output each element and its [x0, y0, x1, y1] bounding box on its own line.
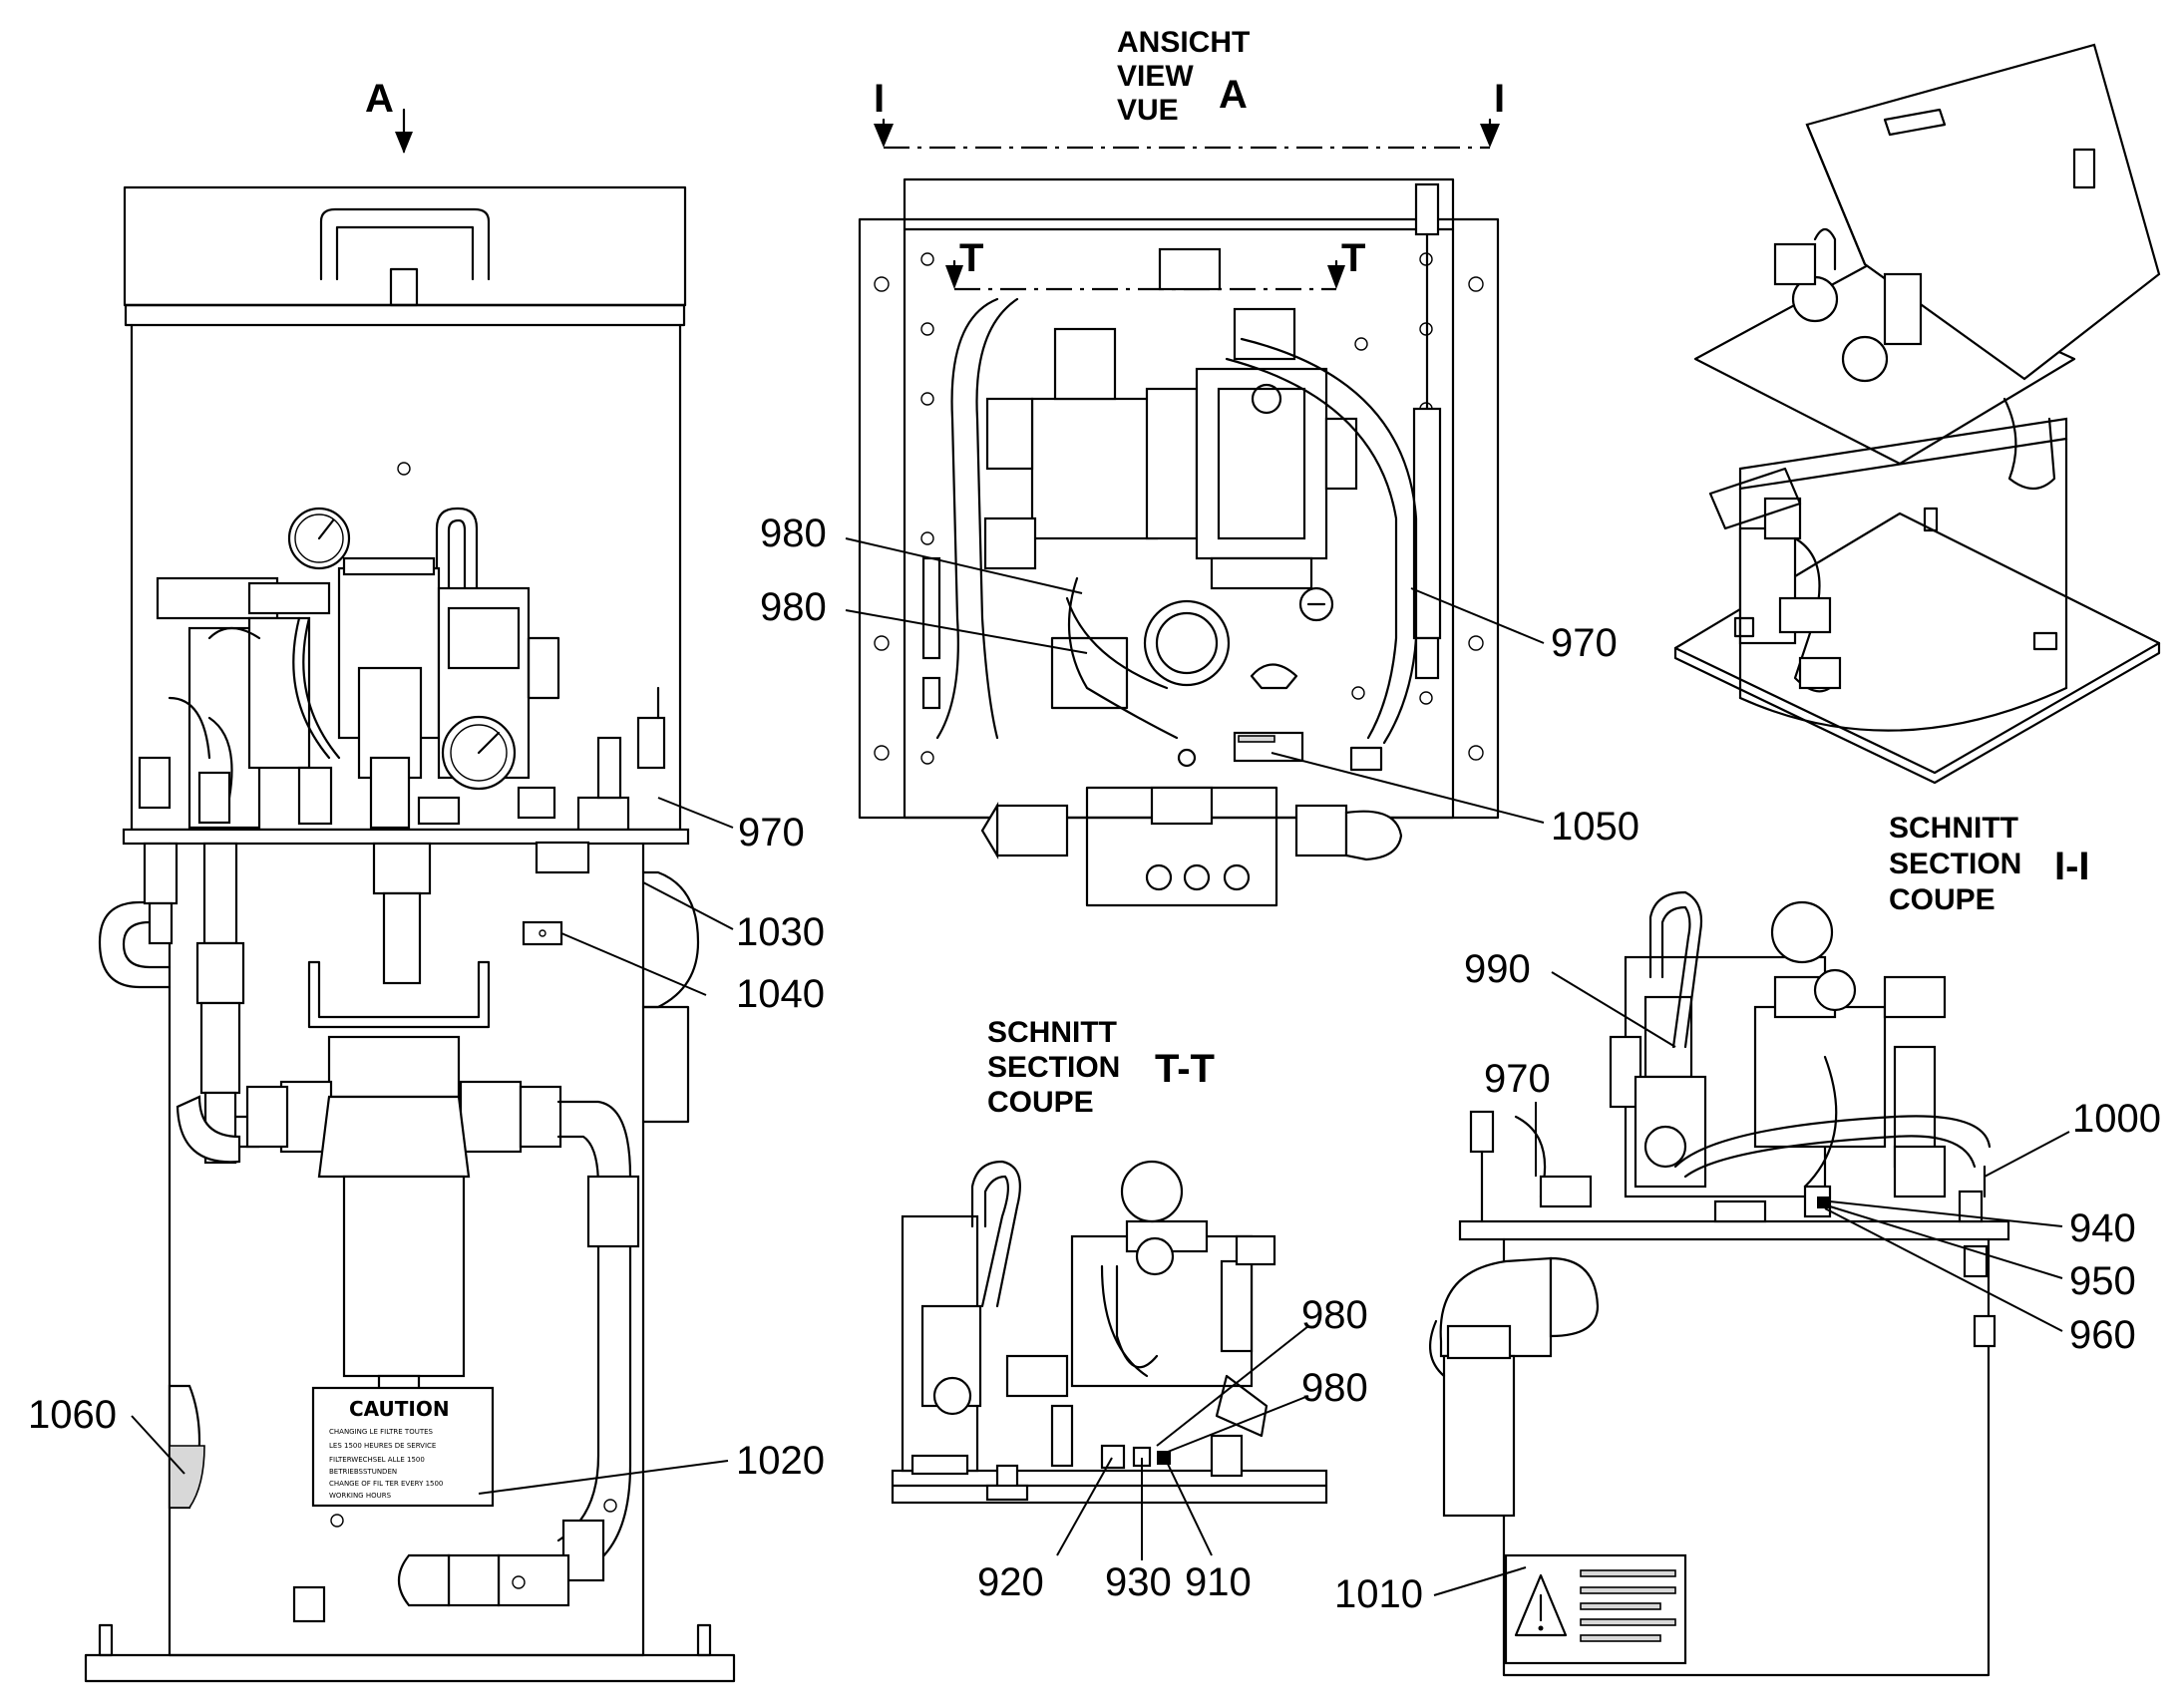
view-a-arrow	[395, 108, 413, 154]
callout-1050-label: 1050	[1551, 805, 1639, 849]
callout-1020: 1020	[478, 1439, 825, 1495]
callout-930: 930	[1105, 1458, 1172, 1604]
callout-1010: 1010	[1334, 1566, 1527, 1616]
callout-970-ii-label: 970	[1484, 1057, 1551, 1101]
callout-1050: 1050	[1271, 752, 1639, 849]
caution-line-4: BETRIEBSSTUNDEN	[329, 1468, 397, 1476]
isometric-view	[1673, 43, 2161, 785]
section-ii-title-line-3: COUPE	[1889, 883, 1996, 916]
callout-960-label: 960	[2069, 1313, 2136, 1357]
view-a-title-line-1: ANSICHT	[1117, 26, 1250, 59]
callout-980-top-1-label: 980	[760, 512, 827, 555]
return-hose	[397, 1100, 640, 1607]
section-mark-t-left: T	[959, 236, 983, 280]
view-a-title-line-2: VIEW	[1117, 60, 1194, 93]
caution-plate: CAUTION CHANGING LE FILTRE TOUTES LES 15…	[311, 1386, 495, 1528]
callout-970-ii: 970	[1484, 1057, 1551, 1177]
section-tt-view: SCHNITT SECTION COUPE T-T	[891, 1016, 1368, 1604]
callout-1060-label: 1060	[28, 1393, 117, 1437]
callout-940: 940	[1829, 1200, 2136, 1250]
caution-title: CAUTION	[349, 1397, 450, 1421]
callout-980-top-2: 980	[760, 585, 1088, 654]
callout-920-label: 920	[977, 1560, 1044, 1604]
section-line-i: I I	[874, 77, 1505, 150]
sight-glass	[168, 1384, 205, 1510]
ii-assembly	[1429, 890, 2010, 1677]
callout-930-label: 930	[1105, 1560, 1172, 1604]
section-ii-title-line-1: SCHNITT	[1889, 812, 2018, 845]
callout-1030: 1030	[642, 881, 825, 954]
section-mark-i-right: I	[1494, 77, 1505, 121]
front-view: A	[28, 77, 825, 1683]
callout-980-top-2-label: 980	[760, 585, 827, 629]
callout-1020-label: 1020	[736, 1439, 825, 1483]
caution-line-1: CHANGING LE FILTRE TOUTES	[329, 1428, 434, 1436]
filter-housing	[245, 960, 562, 1418]
left-fittings	[143, 842, 261, 1165]
callout-980-tt-1-label: 980	[1301, 1293, 1368, 1337]
view-a-arrow-label: A	[365, 77, 394, 121]
callout-980-tt-2: 980	[1162, 1366, 1368, 1455]
top-components	[921, 182, 1442, 861]
callout-980-top-1: 980	[760, 512, 1083, 594]
section-ii-view: SCHNITT SECTION COUPE I-I	[1334, 812, 2161, 1677]
cover-lid	[123, 185, 687, 327]
tank-body	[84, 842, 736, 1683]
caution-line-2: LES 1500 HEURES DE SERVICE	[329, 1442, 436, 1450]
section-tt-letter: T-T	[1155, 1047, 1215, 1091]
callout-920: 920	[977, 1457, 1113, 1604]
mounting-plate	[122, 828, 690, 846]
section-tt-title-line-3: COUPE	[987, 1086, 1094, 1119]
caution-line-3: FILTERWECHSEL ALLE 1500	[329, 1456, 425, 1464]
section-line-t: T T	[945, 236, 1365, 291]
top-view: ANSICHT VIEW VUE A I I	[760, 26, 1639, 907]
section-ii-letter: I-I	[2054, 845, 2090, 888]
callout-1010-label: 1010	[1334, 1572, 1423, 1616]
callout-980-tt-1: 980	[1156, 1293, 1368, 1447]
callout-1040: 1040	[560, 932, 825, 1016]
callout-950-label: 950	[2069, 1259, 2136, 1303]
callout-1030-label: 1030	[736, 910, 825, 954]
section-mark-t-right: T	[1341, 236, 1365, 280]
callout-990: 990	[1464, 947, 1676, 1048]
section-tt-title-line-2: SECTION	[987, 1051, 1120, 1084]
callout-950: 950	[1829, 1205, 2136, 1303]
callout-1040-label: 1040	[736, 972, 825, 1016]
section-mark-i-left: I	[874, 77, 885, 121]
drain-ports	[292, 841, 590, 1623]
caution-line-5: CHANGE OF FIL TER EVERY 1500	[329, 1480, 443, 1488]
callout-990-label: 990	[1464, 947, 1531, 991]
view-a-letter: A	[1219, 73, 1248, 117]
view-a-title-line-3: VUE	[1117, 94, 1179, 127]
callout-910: 910	[1164, 1457, 1252, 1604]
callout-1060: 1060	[28, 1393, 185, 1475]
caution-line-6: WORKING HOURS	[329, 1492, 392, 1500]
section-tt-title-line-1: SCHNITT	[987, 1016, 1117, 1049]
callout-980-tt-2-label: 980	[1301, 1366, 1368, 1410]
cabinet-interior	[130, 323, 682, 832]
callout-970-front: 970	[657, 797, 805, 854]
callout-1000-label: 1000	[2072, 1097, 2161, 1141]
callout-960: 960	[1824, 1207, 2136, 1357]
callout-970-front-label: 970	[738, 811, 805, 854]
section-ii-title-line-2: SECTION	[1889, 848, 2021, 880]
callout-970-top-label: 970	[1551, 621, 1618, 665]
callout-1000: 1000	[1984, 1097, 2161, 1178]
callout-910-label: 910	[1185, 1560, 1252, 1604]
callout-940-label: 940	[2069, 1206, 2136, 1250]
tt-assembly	[891, 1160, 1328, 1505]
callout-970-top: 970	[1410, 587, 1618, 665]
